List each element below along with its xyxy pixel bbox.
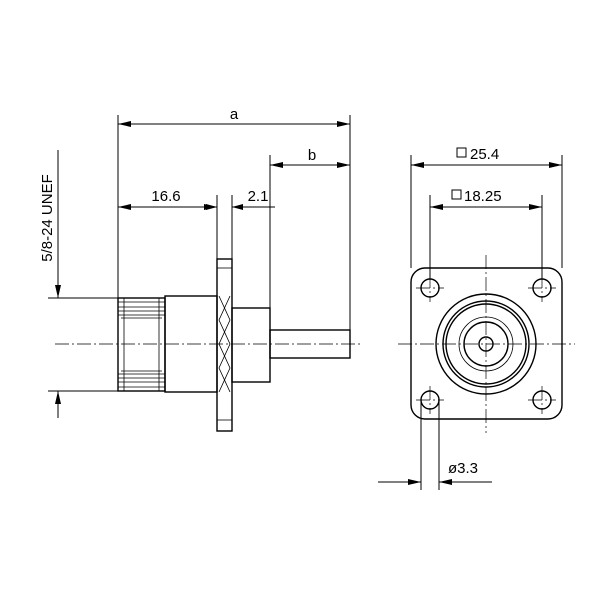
side-view: a b 16.6 2.1 5 [39, 106, 362, 432]
dimension-25-4: 25.4 [411, 146, 562, 168]
dimension-3-3: ø3.3 [378, 460, 492, 485]
dimension-b: b [270, 147, 350, 168]
dimension-18-25: 18.25 [430, 188, 542, 210]
dimension-16-6: 16.6 [118, 188, 217, 210]
dimension-18-25-label: 18.25 [464, 188, 502, 205]
square-symbol [451, 189, 462, 200]
dimension-25-4-label: 25.4 [470, 146, 499, 163]
diameter-symbol: ø [448, 460, 457, 477]
threaded-body [117, 297, 166, 392]
square-symbol [456, 147, 467, 158]
flange-square [410, 267, 563, 420]
dimension-3-3-label: ø3.3 [448, 460, 478, 477]
thread-dimension-label: 5/8-24 UNEF [39, 174, 56, 262]
dimension-b-label: b [308, 147, 316, 164]
dimension-a-label: a [230, 106, 239, 123]
thread-lines [118, 301, 165, 388]
front-view: 25.4 18.25 ø3.3 [378, 146, 575, 490]
dimension-2-1: 2.1 [203, 188, 275, 210]
dimension-a: a [118, 106, 350, 127]
rear-stub [231, 307, 271, 383]
dimension-16-6-label: 16.6 [151, 188, 180, 205]
thread-dimension: 5/8-24 UNEF [39, 150, 61, 418]
dimension-2-1-label: 2.1 [248, 188, 269, 205]
